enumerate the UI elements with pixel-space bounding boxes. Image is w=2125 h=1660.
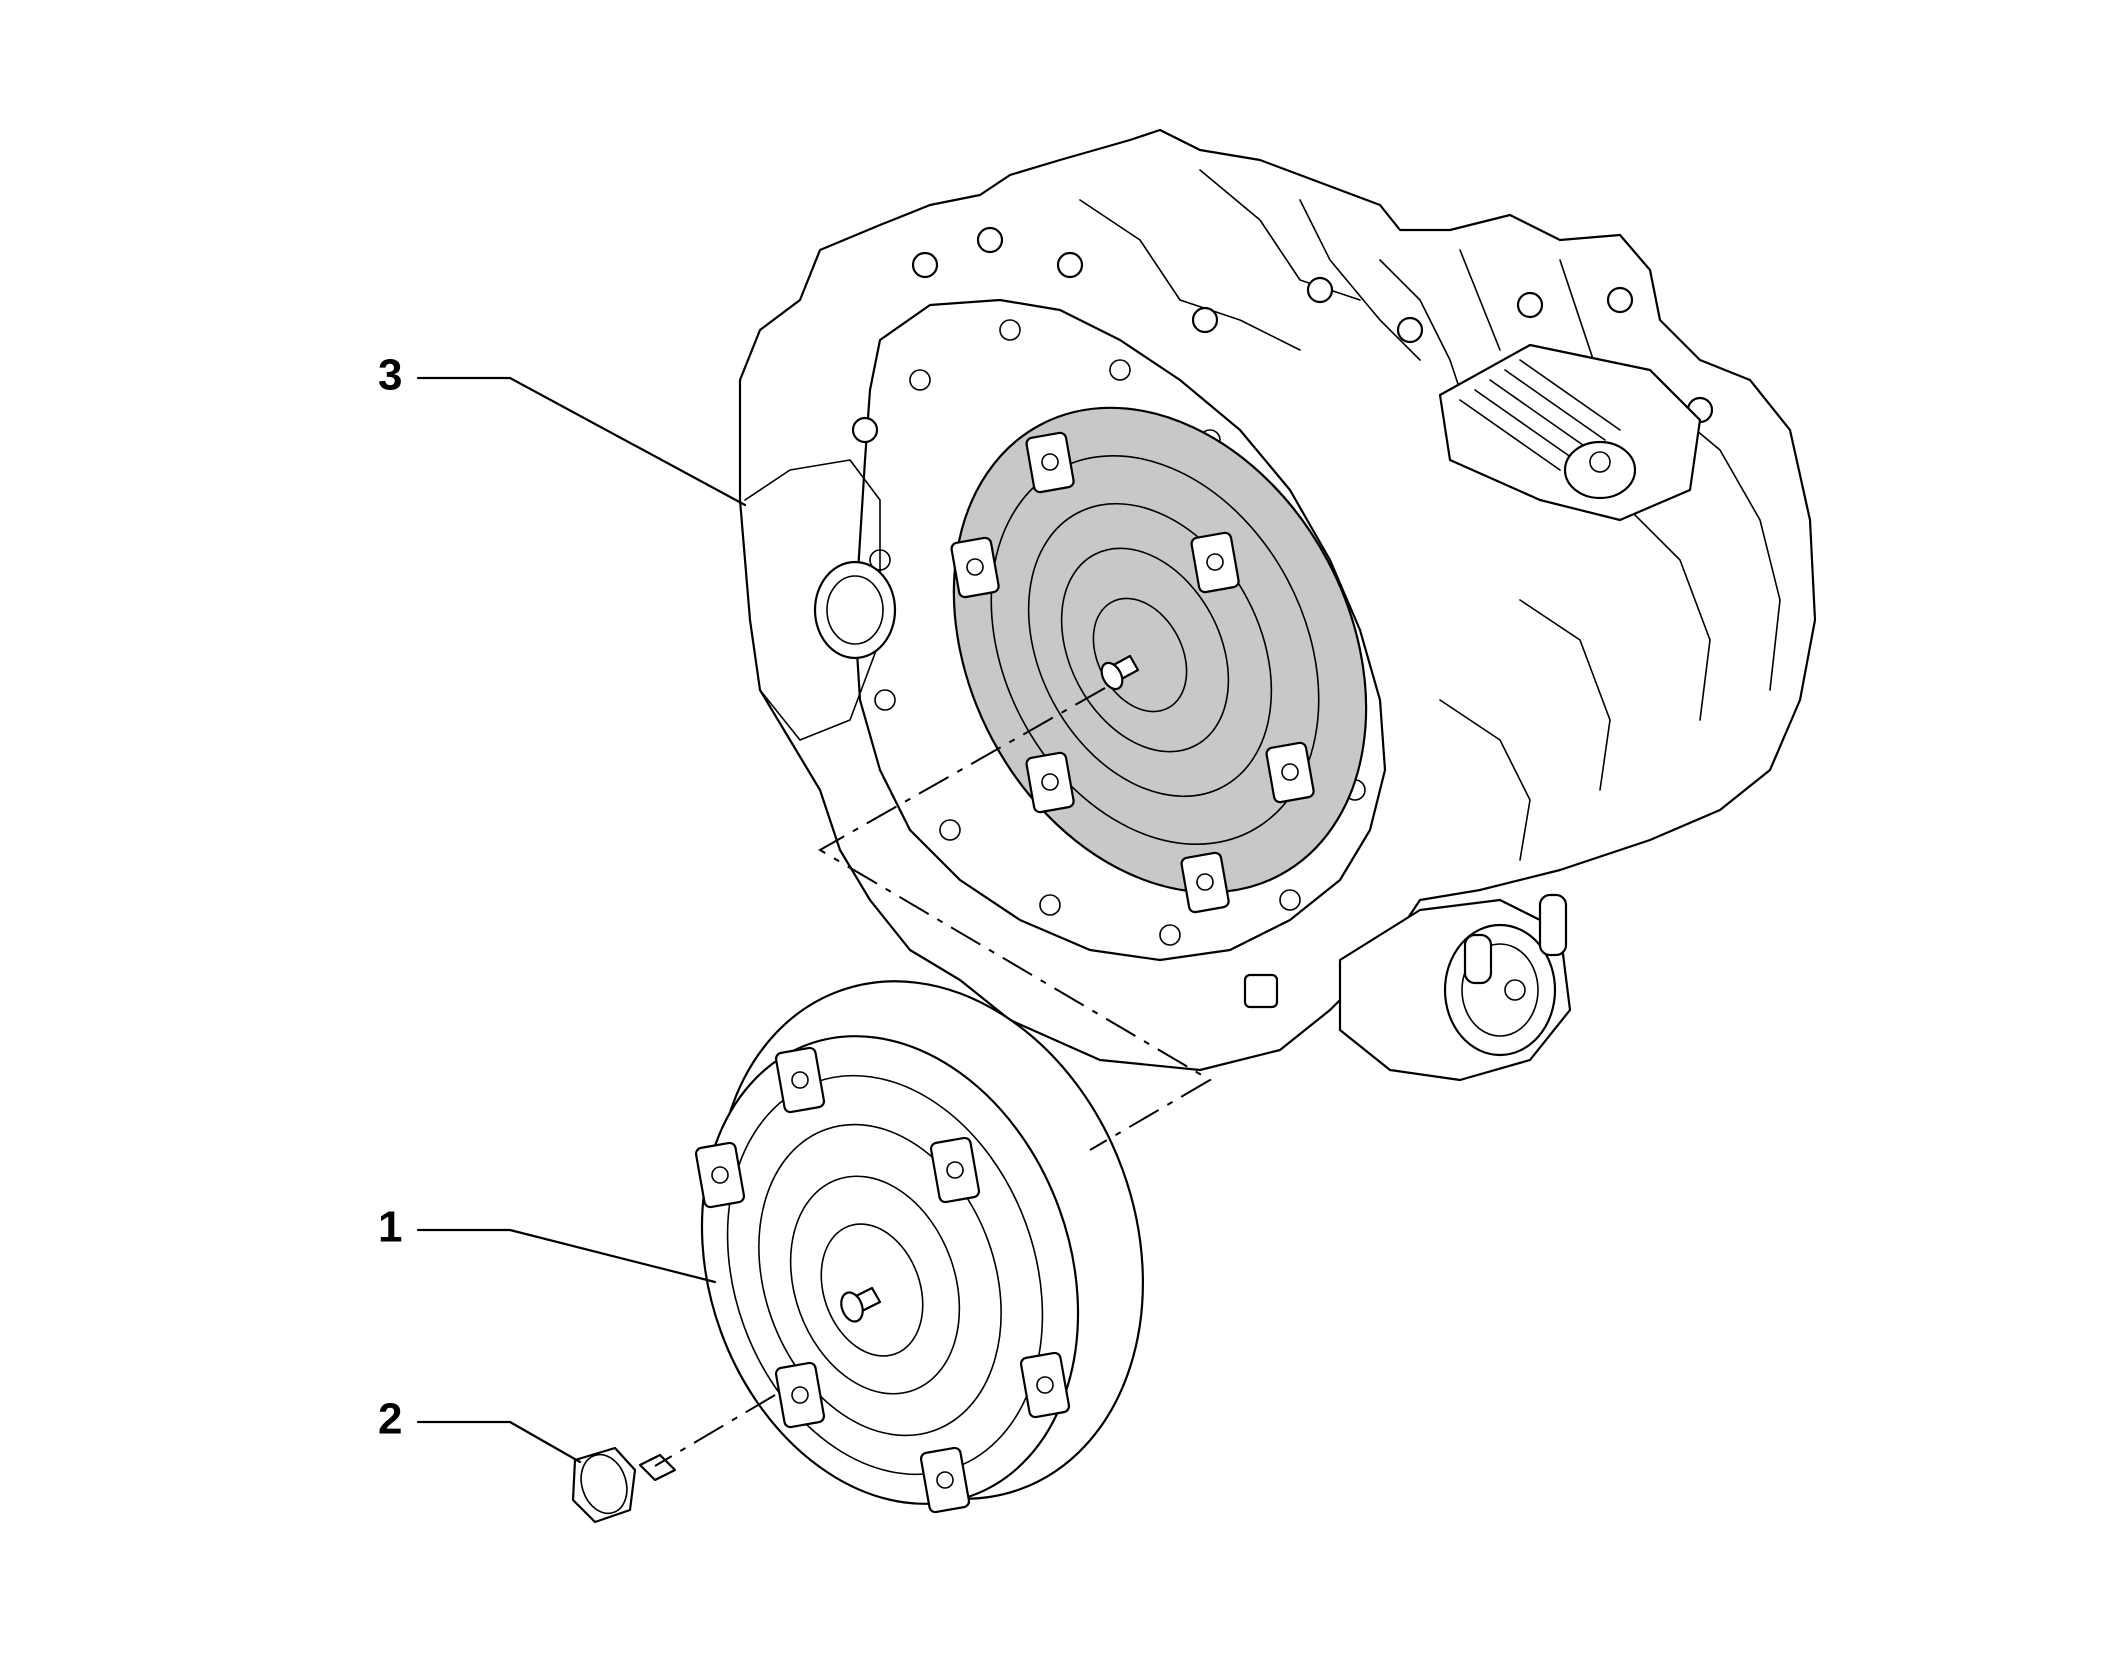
flexplate-lugs — [950, 431, 1315, 914]
input-shaft-spigot — [1100, 654, 1140, 691]
leader-lines — [416, 376, 747, 1464]
transmission-side-cover — [744, 459, 897, 741]
callout-3: 3 — [378, 351, 402, 400]
oil-filter-housing — [1338, 893, 1572, 1082]
converter-drive-lugs — [694, 1046, 1071, 1514]
converter-bolt — [571, 1446, 677, 1524]
assembly-centerlines — [654, 687, 1212, 1467]
torque-converter — [694, 980, 1144, 1514]
callout-2: 2 — [378, 1395, 402, 1444]
transmission-assembly — [738, 128, 1817, 1082]
drain-bolt — [1243, 973, 1279, 1009]
callout-1: 1 — [378, 1203, 402, 1252]
control-module — [1438, 343, 1702, 522]
housing-bolts — [851, 226, 1714, 444]
